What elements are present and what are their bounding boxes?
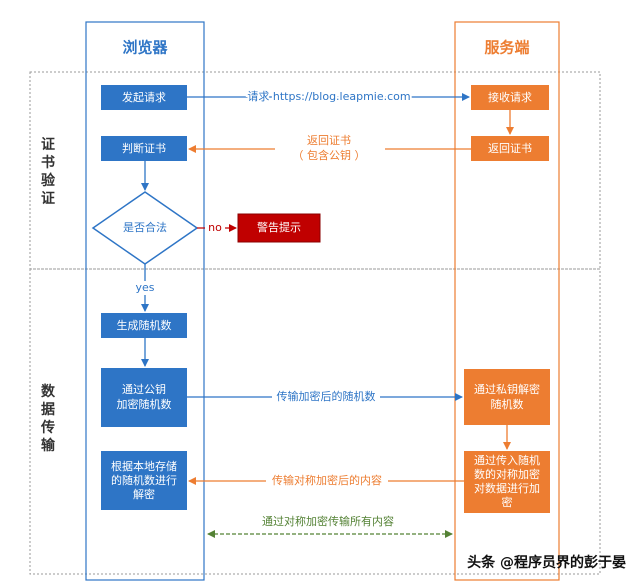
receive-request-node: 接收请求 [471,85,549,110]
gen-random-node: 生成随机数 [101,313,187,338]
server-encrypt-node: 通过传入随机 数的对称加密 对数据进行加 密 [464,451,550,513]
edge-yes: yes [131,264,159,312]
svg-text:通过传入随机: 通过传入随机 [474,453,540,467]
svg-text:传输对称加密后的内容: 传输对称加密后的内容 [272,473,382,487]
svg-text:书: 书 [41,154,55,171]
return-cert-node: 返回证书 [471,136,549,161]
svg-text:传: 传 [40,419,55,436]
svg-text:通过对称加密传输所有内容: 通过对称加密传输所有内容 [262,514,394,528]
data-section-frame [29,268,601,575]
decrypt-local-node: 根据本地存储 的随机数进行 解密 [101,451,187,510]
browser-column-frame [85,21,205,581]
svg-text:no: no [208,221,222,234]
svg-text:数的对称加密: 数的对称加密 [474,467,540,481]
edge-send-encrypted-random: 传输加密后的随机数 [187,389,463,405]
svg-text:是否合法: 是否合法 [123,220,167,234]
browser-column-title: 浏览器 [122,39,168,57]
svg-text:数: 数 [41,383,56,400]
svg-text:随机数: 随机数 [491,397,524,411]
svg-text:据: 据 [41,401,55,418]
edge-return-cert: 返回证书 （ 包含公钥 ） [188,134,471,164]
edge-request: 请求 https://blog.leapmie.com [187,88,470,105]
encrypt-random-node: 通过公钥 加密随机数 [101,368,187,427]
svg-text:请求 https://blog.leapmie.com: 请求 https://blog.leapmie.com [247,90,410,103]
watermark: 头条 @程序员界的彭于晏 [467,554,626,571]
svg-text:警告提示: 警告提示 [257,220,301,234]
server-column-title: 服务端 [484,39,529,57]
server-column-frame [454,21,560,581]
svg-text:接收请求: 接收请求 [488,90,532,104]
svg-text:返回证书: 返回证书 [488,142,532,155]
svg-text:发起请求: 发起请求 [122,90,166,104]
svg-text:解密: 解密 [133,487,155,501]
svg-text:对数据进行加: 对数据进行加 [474,481,540,495]
svg-text:验: 验 [41,172,56,189]
svg-text:根据本地存储: 根据本地存储 [111,459,177,473]
is-valid-decision: 是否合法 [91,191,199,265]
warning-node: 警告提示 [237,213,321,243]
svg-text:返回证书: 返回证书 [307,134,351,147]
svg-text:判断证书: 判断证书 [122,141,166,155]
svg-text:传输加密后的随机数: 传输加密后的随机数 [277,389,376,403]
svg-text:密: 密 [502,495,513,509]
svg-text:输: 输 [41,437,56,454]
svg-text:证: 证 [41,137,55,153]
edge-send-encrypted-content: 传输对称加密后的内容 [188,473,464,489]
svg-text:yes: yes [135,281,154,294]
cert-section-label: 证 书 验 证 [41,137,56,207]
private-decrypt-node: 通过私钥解密 随机数 [464,369,550,425]
edge-no: no [197,221,237,235]
data-section-label: 数 据 传 输 [40,383,56,454]
svg-text:通过公钥: 通过公钥 [122,382,166,396]
svg-text:生成随机数: 生成随机数 [117,318,172,332]
svg-text:（ 包含公钥 ）: （ 包含公钥 ） [293,148,366,162]
svg-text:通过私钥解密: 通过私钥解密 [474,382,540,396]
send-request-node: 发起请求 [101,85,187,110]
judge-cert-node: 判断证书 [101,136,187,161]
svg-text:证: 证 [41,191,55,207]
svg-text:的随机数进行: 的随机数进行 [111,473,177,487]
edge-symmetric-all: 通过对称加密传输所有内容 [207,514,453,538]
svg-text:加密随机数: 加密随机数 [117,397,172,411]
